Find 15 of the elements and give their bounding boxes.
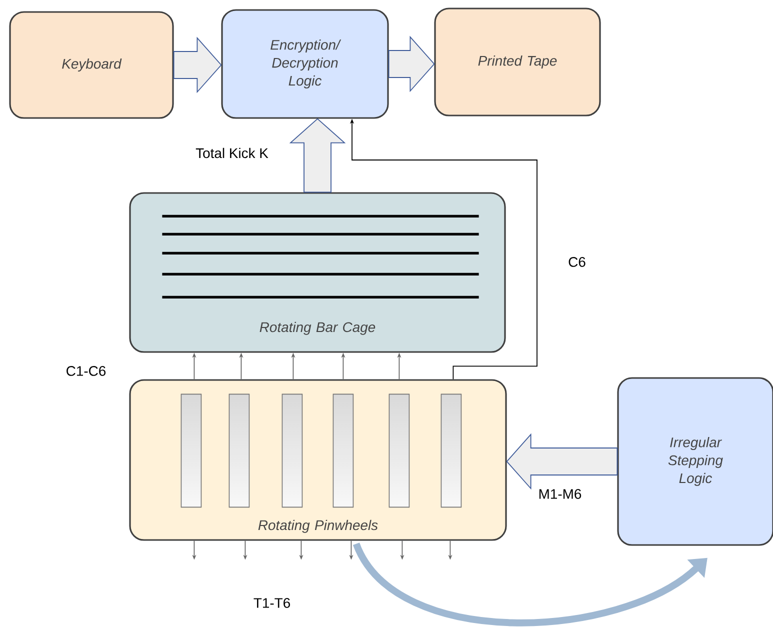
box: Rotating Bar Cage — [129, 192, 506, 353]
block-arrow — [289, 118, 346, 193]
block-arrow — [173, 36, 222, 94]
curved-arrow — [353, 542, 708, 626]
edge-label: M1-M6 — [537, 488, 583, 500]
box: Encryption/ Decryption Logic — [221, 9, 389, 119]
block-arrow — [506, 433, 618, 490]
box: Printed Tape — [434, 8, 601, 116]
edge-label: C6 — [567, 256, 587, 268]
signal-label: T1-T6 — [254, 598, 290, 608]
box: Keyboard — [9, 11, 174, 119]
block-arrow — [388, 36, 435, 92]
box: Irregular Stepping Logic — [617, 377, 773, 546]
signal-label: C1-C6 — [66, 366, 106, 376]
edge-label: Total Kick K — [194, 146, 270, 160]
